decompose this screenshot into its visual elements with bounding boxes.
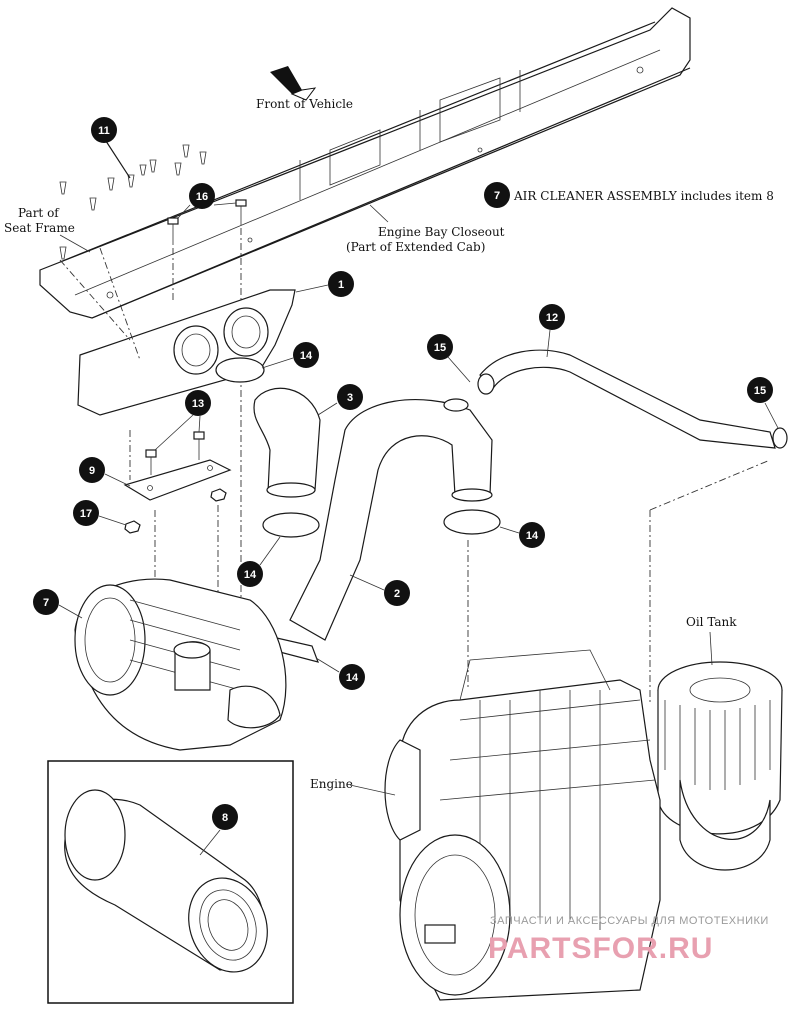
svg-text:14: 14 — [346, 672, 359, 684]
seat-frame-label-line1: Part of — [18, 206, 60, 220]
callout-17: 17 — [73, 500, 127, 526]
watermark-brand: PARTSFOR.RU — [488, 932, 713, 965]
seat-frame-label-line2: Seat Frame — [4, 221, 75, 235]
hose-clamps-14 — [215, 357, 501, 663]
oil-tank — [657, 661, 783, 871]
callout-15-left: 15 — [427, 334, 471, 383]
front-arrow-icon — [270, 66, 317, 101]
item-7-air-cleaner — [74, 578, 287, 751]
screws-13 — [145, 431, 205, 475]
callout-3: 3 — [317, 384, 363, 416]
engine — [384, 649, 661, 1001]
item-1-housing — [77, 289, 296, 416]
item-8-filter-element — [64, 789, 268, 973]
svg-text:14: 14 — [244, 569, 257, 581]
callout-11: 11 — [91, 117, 117, 143]
air-cleaner-assembly-note: AIR CLEANER ASSEMBLY includes item 8 — [513, 189, 774, 203]
svg-text:1: 1 — [338, 279, 344, 291]
callout-9: 9 — [79, 457, 131, 487]
svg-text:12: 12 — [546, 312, 558, 324]
svg-text:9: 9 — [89, 465, 95, 477]
svg-text:15: 15 — [754, 385, 766, 397]
callout-14-top: 14 — [261, 342, 319, 369]
callout-16: 16 — [177, 183, 237, 219]
svg-text:14: 14 — [300, 350, 313, 362]
item-12-breather-tube — [479, 349, 776, 449]
engine-bay-closeout-label-line2: (Part of Extended Cab) — [346, 240, 485, 254]
push-rivets — [59, 144, 207, 260]
oil-tank-label: Oil Tank — [686, 615, 737, 629]
callout-7-note — [484, 182, 510, 208]
engine-bay-closeout — [39, 7, 691, 319]
callout-14-bottom: 14 — [315, 657, 365, 690]
callout-2: 2 — [349, 574, 410, 606]
svg-text:14: 14 — [526, 530, 539, 542]
svg-text:15: 15 — [434, 342, 446, 354]
svg-text:8: 8 — [222, 812, 228, 824]
callout-7: 7 — [33, 589, 83, 619]
svg-text:3: 3 — [347, 392, 353, 404]
svg-text:17: 17 — [80, 508, 92, 520]
callout-14-middle: 14 — [237, 536, 281, 587]
svg-text:16: 16 — [196, 191, 208, 203]
callout-13: 13 — [154, 390, 211, 451]
callout-8: 8 — [199, 804, 238, 856]
item-3-elbow-hose — [253, 387, 321, 493]
callout-14-right: 14 — [499, 522, 545, 548]
callout-15-right: 15 — [747, 377, 779, 429]
svg-text:11: 11 — [98, 125, 110, 137]
engine-label: Engine — [310, 777, 353, 791]
svg-text:2: 2 — [394, 588, 400, 600]
front-of-vehicle-label: Front of Vehicle — [256, 97, 353, 111]
callout-12: 12 — [539, 304, 565, 358]
engine-bay-closeout-label-line1: Engine Bay Closeout — [378, 225, 505, 239]
watermark-tagline: ЗАПЧАСТИ И АКСЕССУАРЫ ДЛЯ МОТОТЕХНИКИ — [490, 915, 769, 927]
svg-text:7: 7 — [43, 597, 49, 609]
svg-text:7: 7 — [494, 190, 500, 202]
callout-1: 1 — [295, 271, 354, 297]
item-2-long-hose — [289, 399, 493, 641]
svg-text:13: 13 — [192, 398, 204, 410]
